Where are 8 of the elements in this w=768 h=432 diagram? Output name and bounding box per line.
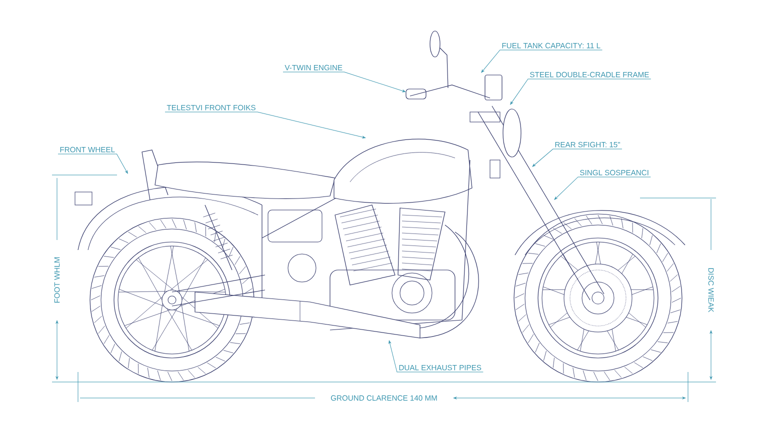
leader-line: [282, 72, 406, 92]
leader-line: [481, 50, 602, 73]
leader-line: [554, 176, 651, 200]
leader-line: [164, 112, 366, 138]
leader-line: [58, 154, 128, 174]
leader-line: [510, 78, 652, 105]
leader-line: [388, 340, 484, 372]
leader-line: [532, 148, 622, 167]
